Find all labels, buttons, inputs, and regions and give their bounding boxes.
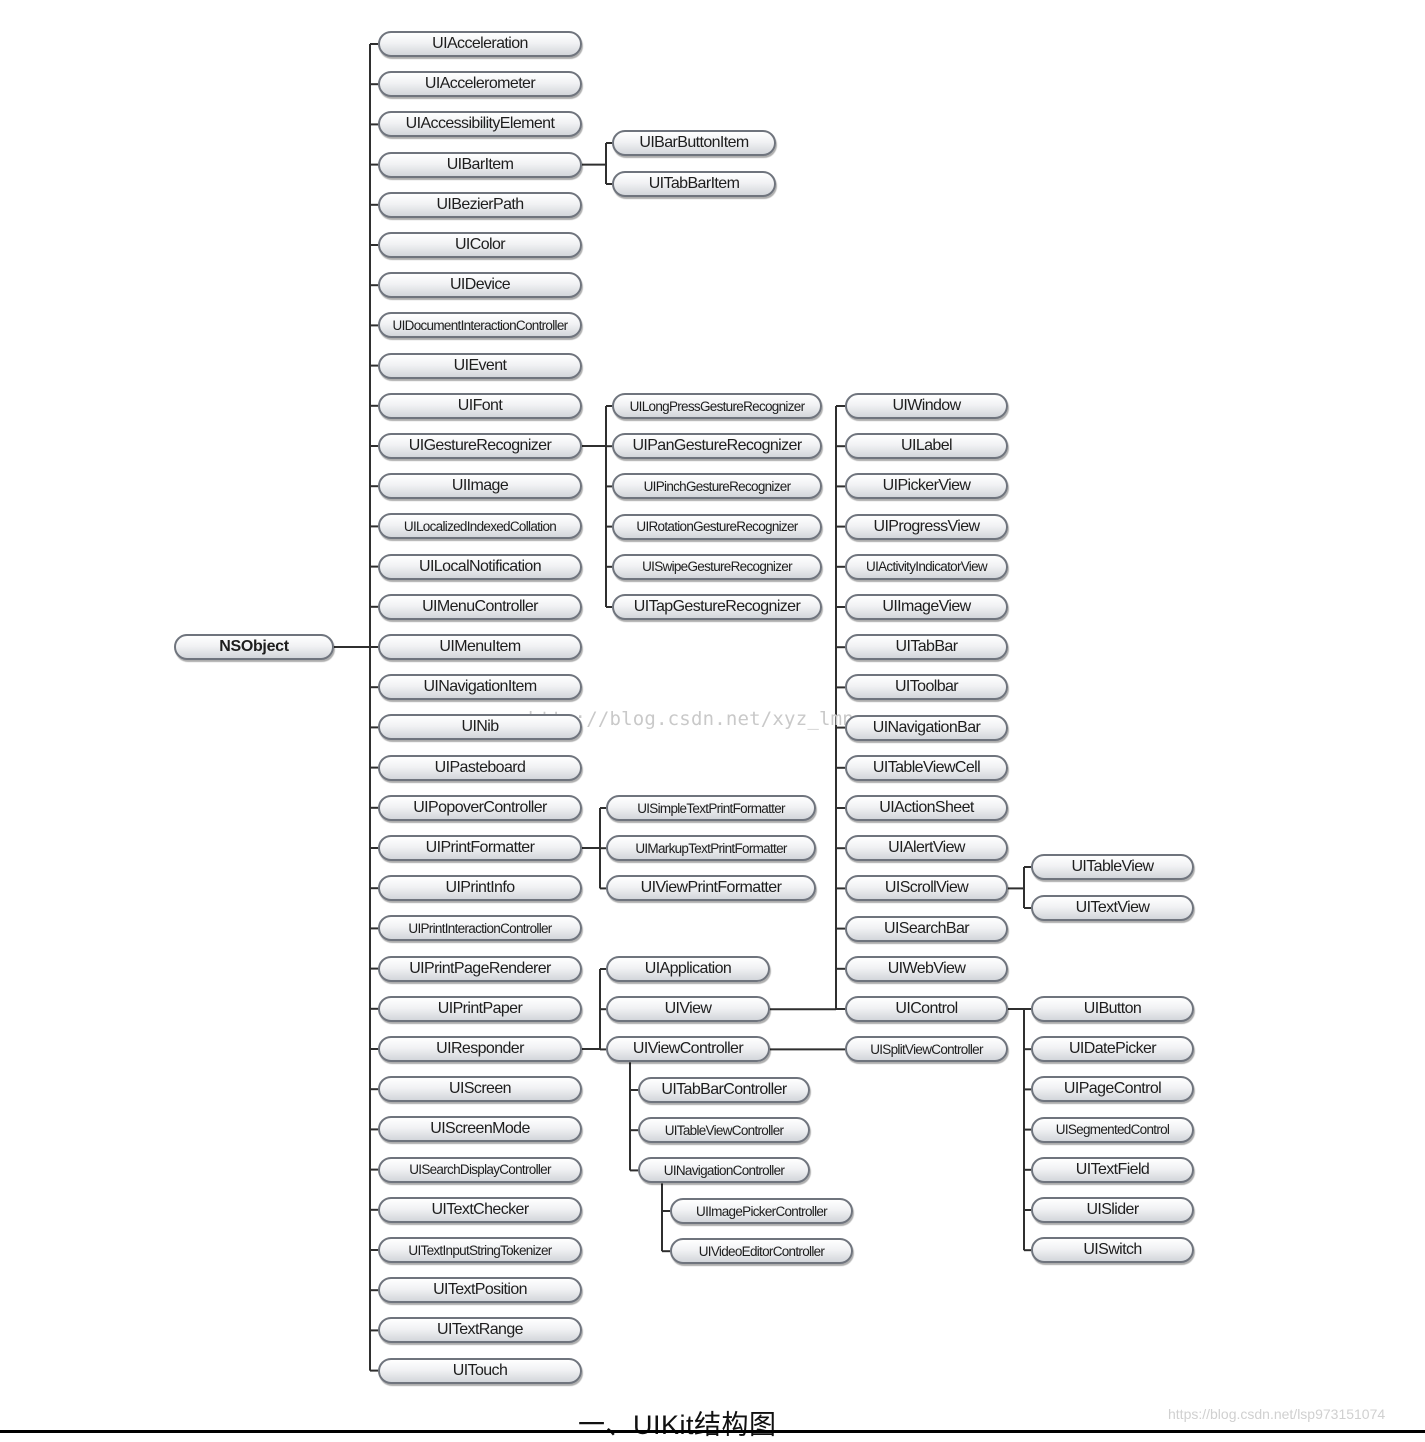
class-node-ui-view-print-formatter: UIViewPrintFormatter [606, 875, 816, 902]
class-node-ui-pasteboard: UIPasteboard [378, 754, 582, 781]
class-node-ui-tap-gesture-recognizer: UITapGestureRecognizer [612, 594, 822, 620]
class-node-ui-action-sheet: UIActionSheet [845, 795, 1008, 821]
class-node-ui-picker-view: UIPickerView [845, 473, 1008, 500]
class-node-ui-toolbar: UIToolbar [845, 674, 1008, 701]
class-node-ui-swipe-gesture-recognizer: UISwipeGestureRecognizer [612, 553, 822, 580]
class-node-ns-object: NSObject [174, 634, 334, 660]
class-node-ui-tab-bar-controller: UITabBarController [638, 1077, 810, 1103]
class-node-ui-local-notification: UILocalNotification [378, 553, 582, 580]
class-node-ui-bar-item: UIBarItem [378, 151, 582, 178]
class-node-ui-navigation-bar: UINavigationBar [845, 714, 1008, 741]
class-node-ui-table-view: UITableView [1031, 854, 1194, 880]
class-node-ui-table-view-controller: UITableViewController [638, 1117, 810, 1144]
class-node-ui-tab-bar-item: UITabBarItem [612, 171, 776, 197]
class-node-ui-popover-controller: UIPopoverController [378, 794, 582, 821]
class-node-ui-application: UIApplication [606, 956, 770, 982]
class-node-ui-print-page-renderer: UIPrintPageRenderer [378, 955, 582, 982]
class-node-ui-web-view: UIWebView [845, 955, 1008, 982]
class-node-ui-document-interaction-controller: UIDocumentInteractionController [378, 312, 582, 339]
class-node-ui-device: UIDevice [378, 272, 582, 299]
class-node-ui-segmented-control: UISegmentedControl [1031, 1116, 1194, 1143]
class-node-ui-page-control: UIPageControl [1031, 1076, 1194, 1103]
class-node-ui-print-formatter: UIPrintFormatter [378, 835, 582, 861]
class-node-ui-bezier-path: UIBezierPath [378, 191, 582, 218]
class-node-ui-search-display-controller: UISearchDisplayController [378, 1156, 582, 1183]
class-node-ui-text-field: UITextField [1031, 1156, 1194, 1183]
class-node-ui-navigation-item: UINavigationItem [378, 674, 582, 701]
class-node-ui-search-bar: UISearchBar [845, 915, 1008, 942]
class-node-ui-switch: UISwitch [1031, 1237, 1194, 1264]
class-node-ui-progress-view: UIProgressView [845, 513, 1008, 540]
class-node-ui-table-view-cell: UITableViewCell [845, 754, 1008, 781]
class-node-ui-simple-text-print-formatter: UISimpleTextPrintFormatter [606, 795, 816, 821]
class-node-ui-screen-mode: UIScreenMode [378, 1116, 582, 1143]
credit-url: https://blog.csdn.net/lsp973151074 [1168, 1406, 1386, 1422]
class-node-ui-navigation-controller: UINavigationController [638, 1157, 810, 1184]
class-node-ui-bar-button-item: UIBarButtonItem [612, 130, 776, 156]
class-node-ui-screen: UIScreen [378, 1076, 582, 1103]
class-node-ui-slider: UISlider [1031, 1197, 1194, 1223]
diagram-caption: 一、UIKit结构图 [578, 1410, 777, 1440]
class-node-ui-text-input-string-tokenizer: UITextInputStringTokenizer [378, 1237, 582, 1263]
class-node-ui-print-paper: UIPrintPaper [378, 995, 582, 1022]
class-node-ui-accessibility-element: UIAccessibilityElement [378, 111, 582, 138]
class-node-ui-button: UIButton [1031, 996, 1194, 1022]
class-node-ui-print-info: UIPrintInfo [378, 875, 582, 902]
class-node-ui-date-picker: UIDatePicker [1031, 1036, 1194, 1063]
class-node-ui-font: UIFont [378, 392, 582, 419]
class-node-ui-menu-controller: UIMenuController [378, 593, 582, 620]
class-node-ui-event: UIEvent [378, 352, 582, 379]
class-node-ui-markup-text-print-formatter: UIMarkupTextPrintFormatter [606, 835, 816, 862]
class-node-ui-control: UIControl [845, 996, 1008, 1022]
class-node-ui-tab-bar: UITabBar [845, 634, 1008, 661]
class-node-ui-video-editor-controller: UIVideoEditorController [670, 1238, 853, 1265]
class-node-ui-color: UIColor [378, 232, 582, 258]
class-node-ui-gesture-recognizer: UIGestureRecognizer [378, 433, 582, 459]
class-node-ui-print-interaction-controller: UIPrintInteractionController [378, 915, 582, 942]
class-node-ui-pinch-gesture-recognizer: UIPinchGestureRecognizer [612, 473, 822, 500]
class-node-ui-localized-indexed-collation: UILocalizedIndexedCollation [378, 513, 582, 540]
bottom-border [0, 1430, 1425, 1433]
class-node-ui-window: UIWindow [845, 393, 1008, 419]
class-node-ui-acceleration: UIAcceleration [378, 31, 582, 57]
class-node-ui-label: UILabel [845, 433, 1008, 460]
class-node-ui-view: UIView [606, 996, 770, 1023]
class-node-ui-text-view: UITextView [1031, 895, 1194, 921]
class-node-ui-image: UIImage [378, 473, 582, 500]
class-node-ui-alert-view: UIAlertView [845, 835, 1008, 862]
class-node-ui-responder: UIResponder [378, 1036, 582, 1062]
class-node-ui-text-position: UITextPosition [378, 1277, 582, 1304]
class-node-ui-pan-gesture-recognizer: UIPanGestureRecognizer [612, 433, 822, 460]
class-node-ui-accelerometer: UIAccelerometer [378, 71, 582, 98]
class-node-ui-long-press-gesture-recognizer: UILongPressGestureRecognizer [612, 393, 822, 419]
class-node-ui-split-view-controller: UISplitViewController [845, 1036, 1008, 1063]
class-node-ui-image-view: UIImageView [845, 594, 1008, 620]
class-node-ui-touch: UITouch [378, 1357, 582, 1384]
class-node-ui-view-controller: UIViewController [606, 1036, 770, 1063]
watermark-url: http://blog.csdn.net/xyz_lmn [528, 708, 854, 730]
class-node-ui-text-checker: UITextChecker [378, 1196, 582, 1223]
class-node-ui-nib: UINib [378, 714, 582, 741]
class-node-ui-menu-item: UIMenuItem [378, 634, 582, 660]
class-node-ui-rotation-gesture-recognizer: UIRotationGestureRecognizer [612, 513, 822, 540]
class-node-ui-image-picker-controller: UIImagePickerController [670, 1198, 853, 1224]
class-node-ui-text-range: UITextRange [378, 1317, 582, 1344]
class-node-ui-activity-indicator-view: UIActivityIndicatorView [845, 553, 1008, 580]
class-node-ui-scroll-view: UIScrollView [845, 875, 1008, 902]
